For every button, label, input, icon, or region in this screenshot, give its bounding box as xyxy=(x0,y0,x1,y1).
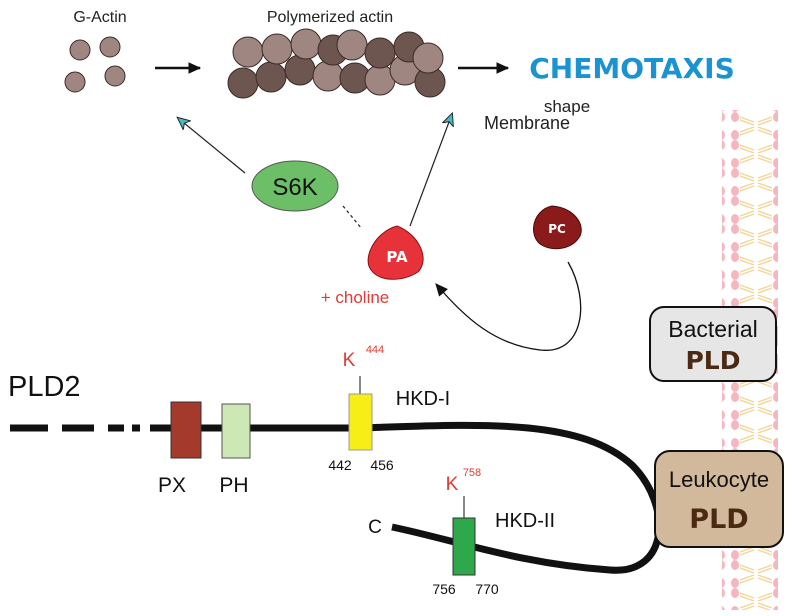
g-actin-label: G-Actin xyxy=(73,9,126,26)
pa-node: PA xyxy=(367,225,424,280)
pa-to-membrane-arrow xyxy=(409,114,452,227)
k758-number: 758 xyxy=(463,467,481,479)
bacterial-label: Bacterial xyxy=(668,316,757,342)
leukocyte-pld-box: Leukocyte PLD xyxy=(654,450,784,548)
g-actin-monomers xyxy=(64,36,126,93)
bacterial-pld-label: PLD xyxy=(685,346,740,375)
shape-label: shape xyxy=(544,97,590,116)
pc-node: PC xyxy=(533,205,582,250)
k758-letter: K xyxy=(446,474,459,495)
chemotaxis-label: CHEMOTAXIS xyxy=(529,52,735,85)
ph-label: PH xyxy=(219,474,248,497)
px-label: PX xyxy=(158,474,186,497)
c-terminus-label: C xyxy=(368,517,382,538)
s6k-label: S6K xyxy=(272,174,317,201)
bacterial-pld-box: Bacterial PLD xyxy=(649,306,777,382)
residue-756-label: 756 xyxy=(432,581,456,597)
ph-domain xyxy=(221,403,251,459)
polymerized-actin-filament xyxy=(227,28,446,99)
residue-442-label: 442 xyxy=(328,457,352,473)
s6k-node: S6K xyxy=(251,160,339,212)
hkd2-label: HKD-II xyxy=(495,510,555,532)
leukocyte-pld-label: PLD xyxy=(689,504,748,535)
leukocyte-label: Leukocyte xyxy=(669,467,769,492)
polymerized-actin-label: Polymerized actin xyxy=(267,9,393,26)
pa-label: PA xyxy=(386,248,408,266)
s6k-to-gactin-arrow xyxy=(178,118,246,174)
pld2-label: PLD2 xyxy=(8,371,81,403)
pc-to-pa-curved-arrow xyxy=(435,261,582,351)
pc-label: PC xyxy=(548,222,566,236)
pld2-backbone xyxy=(10,421,663,574)
hkd1-label: HKD-I xyxy=(396,388,450,410)
px-domain xyxy=(170,401,202,459)
choline-label: + choline xyxy=(321,288,390,307)
s6k-pa-dashed-link xyxy=(342,205,363,230)
membrane-label: Membrane xyxy=(484,113,570,133)
residue-770-label: 770 xyxy=(475,581,499,597)
k444-letter: K xyxy=(343,350,356,371)
k444-number: 444 xyxy=(366,344,384,356)
residue-456-label: 456 xyxy=(370,457,394,473)
hkd2-domain xyxy=(452,517,476,576)
hkd1-domain xyxy=(348,393,373,451)
